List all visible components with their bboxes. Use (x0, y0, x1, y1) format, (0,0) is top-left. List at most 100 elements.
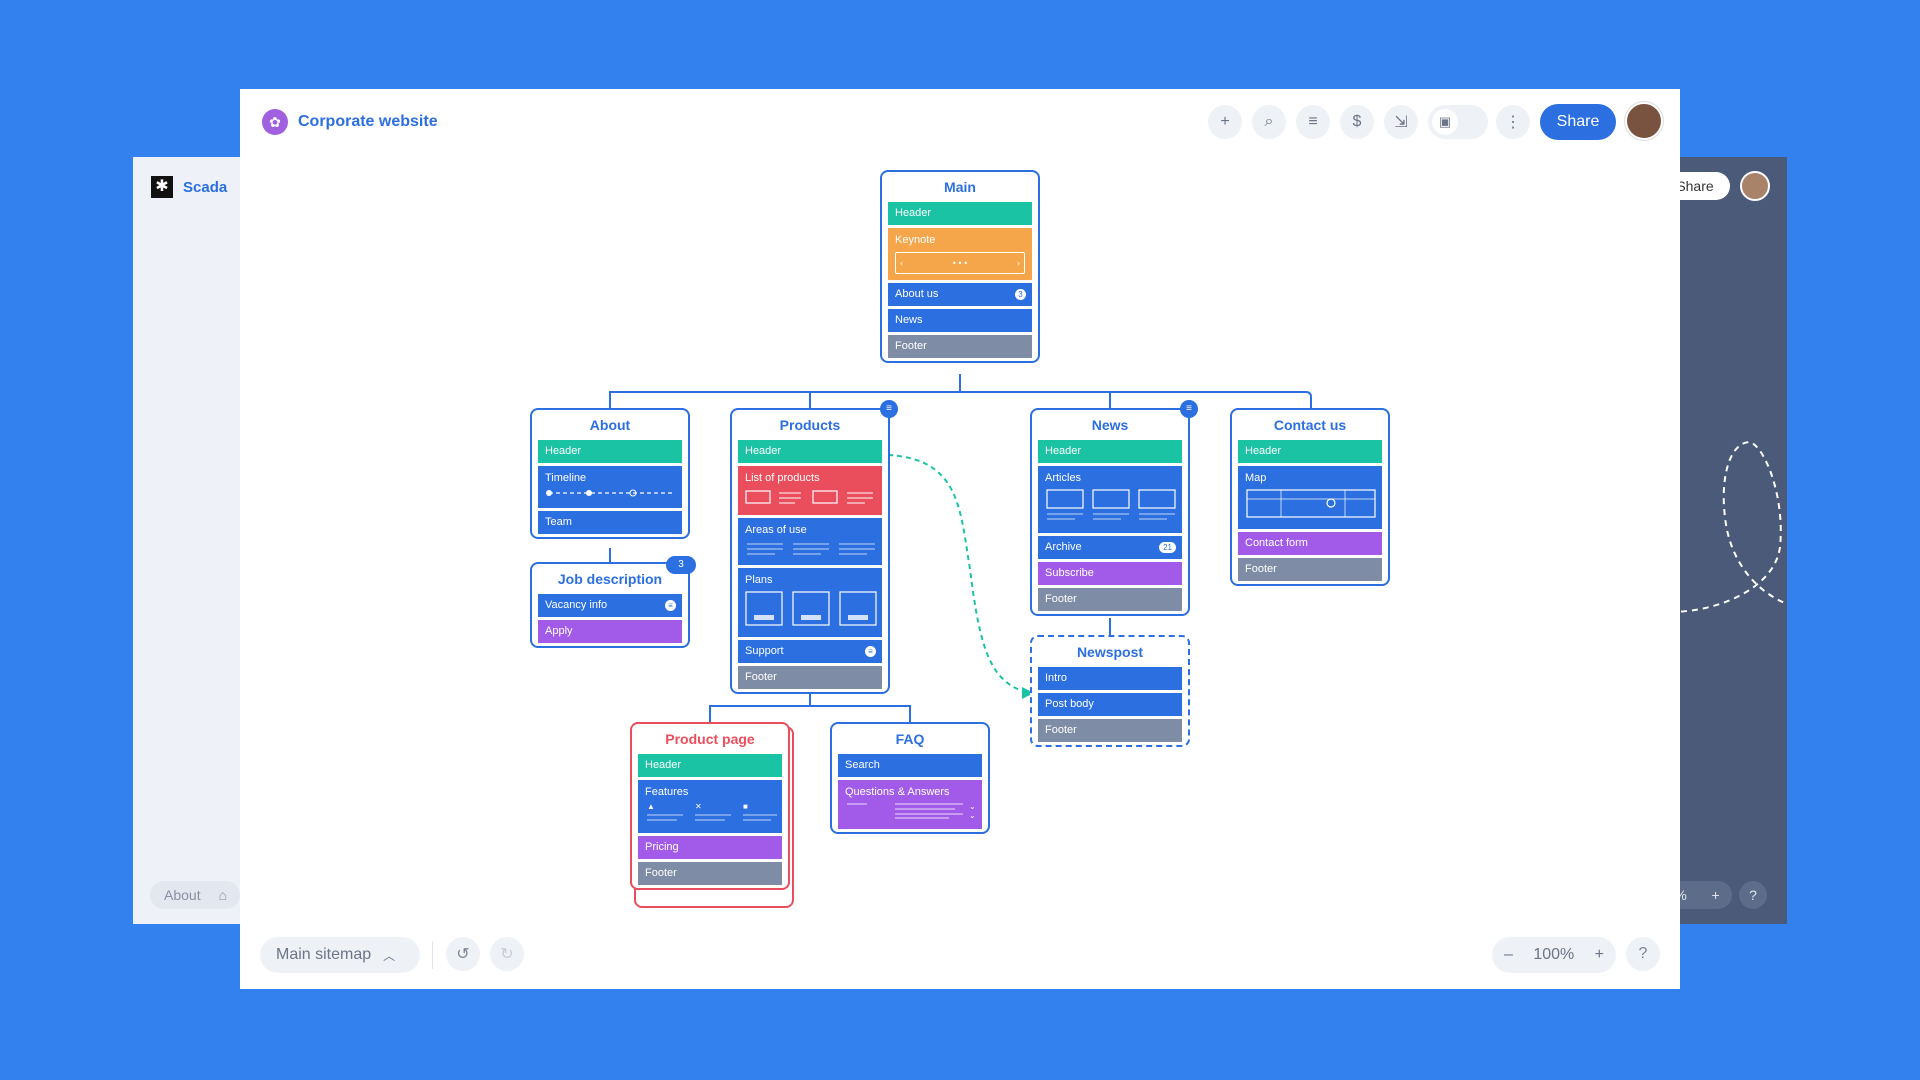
svg-text:⌄: ⌄ (969, 802, 976, 811)
block-header[interactable]: Header (1038, 440, 1182, 463)
block-list-of-products[interactable]: List of products (738, 466, 882, 515)
block-pricing[interactable]: Pricing (638, 836, 782, 859)
background-avatar (1740, 171, 1770, 201)
page-card-faq[interactable]: FAQ Search Questions & Answers ⌄⌄ (830, 722, 990, 834)
svg-text:✕: ✕ (695, 802, 702, 811)
background-help-button: ? (1739, 881, 1767, 909)
block-footer[interactable]: Footer (1038, 588, 1182, 611)
comment-count-badge[interactable]: 3 (666, 556, 696, 574)
share-button[interactable]: Share (1540, 104, 1616, 140)
block-label: Areas of use (745, 524, 807, 536)
block-label: About us (895, 288, 939, 300)
block-vacancy-info[interactable]: Vacancy info ≡ (538, 594, 682, 617)
comment-icon[interactable]: ≡ (880, 400, 898, 418)
sitemap-selector[interactable]: Main sitemap ︿ (260, 937, 420, 973)
page-card-title: About (589, 417, 631, 433)
page-card-products[interactable]: ≡ Products Header List of products Areas… (730, 400, 898, 694)
sitemap-selector-label: Main sitemap (276, 946, 372, 963)
block-questions-answers[interactable]: Questions & Answers ⌄⌄ (838, 780, 982, 829)
page-card-main[interactable]: Main Header Keynote ‹• • •› About us 3 N… (880, 170, 1040, 363)
svg-text:▲: ▲ (647, 802, 655, 811)
background-logo: ✱ Scada (151, 176, 227, 198)
block-header[interactable]: Header (538, 440, 682, 463)
image-icon: ▣ (1432, 109, 1458, 135)
image-toggle[interactable]: ▣ (1428, 105, 1488, 139)
project-title: Corporate website (298, 113, 438, 130)
comment-badge[interactable]: 3 (1015, 289, 1026, 300)
block-news[interactable]: News (888, 309, 1032, 332)
block-footer[interactable]: Footer (738, 666, 882, 689)
block-plans[interactable]: Plans (738, 568, 882, 637)
avatar[interactable] (1625, 102, 1663, 140)
block-footer[interactable]: Footer (1238, 558, 1382, 581)
plans-preview (745, 591, 877, 626)
block-header[interactable]: Header (888, 202, 1032, 225)
comment-badge[interactable]: 21 (1159, 542, 1176, 553)
block-intro[interactable]: Intro (1038, 667, 1182, 690)
block-label: Timeline (545, 472, 587, 484)
more-icon[interactable]: ⋮ (1496, 105, 1530, 139)
block-footer[interactable]: Footer (638, 862, 782, 885)
redo-icon[interactable]: ↻ (490, 937, 524, 971)
block-team[interactable]: Team (538, 511, 682, 534)
page-card-title: Products (779, 417, 841, 433)
block-features[interactable]: Features ▲✕■ (638, 780, 782, 833)
block-header[interactable]: Header (638, 754, 782, 777)
block-label: Questions & Answers (845, 786, 950, 798)
block-apply[interactable]: Apply (538, 620, 682, 643)
zoom-out-button[interactable]: – (1504, 946, 1513, 963)
block-contact-form[interactable]: Contact form (1238, 532, 1382, 555)
comment-icon[interactable]: ≡ (1180, 400, 1198, 418)
block-header[interactable]: Header (1238, 440, 1382, 463)
page-card-job-description[interactable]: 3 Job description Vacancy info ≡ Apply (530, 556, 696, 648)
block-search[interactable]: Search (838, 754, 982, 777)
block-archive[interactable]: Archive 21 (1038, 536, 1182, 559)
features-preview: ▲✕■ (647, 802, 777, 821)
block-timeline[interactable]: Timeline (538, 466, 682, 508)
page-card-title: Contact us (1273, 417, 1347, 433)
block-support[interactable]: Support ≡ (738, 640, 882, 663)
block-footer[interactable]: Footer (888, 335, 1032, 358)
project-brand[interactable]: ✿ Corporate website (262, 109, 438, 135)
import-icon[interactable]: ⇲ (1384, 105, 1418, 139)
map-preview (1246, 489, 1376, 518)
areas-preview (747, 543, 875, 555)
comment-icon[interactable]: ≡ (865, 646, 876, 657)
search-icon[interactable]: ⌕ (1252, 105, 1286, 139)
comment-icon[interactable]: ≡ (665, 600, 676, 611)
zoom-level: 100% (1533, 946, 1575, 963)
block-footer[interactable]: Footer (1038, 719, 1182, 742)
page-card-title: Newspost (1076, 644, 1144, 660)
trash-icon: ⌂ (218, 887, 228, 903)
block-subscribe[interactable]: Subscribe (1038, 562, 1182, 585)
page-card-news[interactable]: ≡ News Header Articles Archive 21 Subscr… (1030, 400, 1198, 616)
block-about-us[interactable]: About us 3 (888, 283, 1032, 306)
page-card-newspost[interactable]: Newspost Intro Post body Footer (1030, 635, 1190, 747)
plus-icon[interactable]: + (1208, 105, 1242, 139)
page-card-product-page[interactable]: Product page Header Features ▲✕■ Pricing… (630, 722, 790, 890)
undo-icon[interactable]: ↺ (446, 937, 480, 971)
chevron-up-icon: ︿ (383, 948, 396, 963)
block-articles[interactable]: Articles (1038, 466, 1182, 533)
block-areas-of-use[interactable]: Areas of use (738, 518, 882, 565)
block-header[interactable]: Header (738, 440, 882, 463)
slider-preview: ‹• • •› (895, 252, 1025, 274)
zoom-in-button[interactable]: + (1594, 946, 1604, 963)
page-card-title: News (1091, 417, 1129, 433)
scada-logo-icon: ✱ (151, 176, 173, 198)
background-about-label: About (164, 887, 201, 903)
block-keynote[interactable]: Keynote ‹• • •› (888, 228, 1032, 280)
help-button[interactable]: ? (1626, 937, 1660, 971)
background-window-right-panel (1680, 157, 1787, 924)
page-card-contact-us[interactable]: Contact us Header Map Contact form Foote… (1230, 408, 1390, 586)
menu-lines-icon[interactable]: ≡ (1296, 105, 1330, 139)
qa-preview: ⌄⌄ (847, 802, 976, 820)
top-bar: ✿ Corporate website + ⌕ ≡ $ ⇲ ▣ ⋮ Share (240, 89, 1680, 157)
sitemap-connectors (609, 374, 1312, 722)
block-map[interactable]: Map (1238, 466, 1382, 529)
dollar-icon[interactable]: $ (1340, 105, 1374, 139)
block-label: Features (645, 786, 689, 798)
block-post-body[interactable]: Post body (1038, 693, 1182, 716)
page-card-about[interactable]: About Header Timeline Team (530, 408, 690, 539)
page-card-title: Product page (665, 731, 755, 747)
